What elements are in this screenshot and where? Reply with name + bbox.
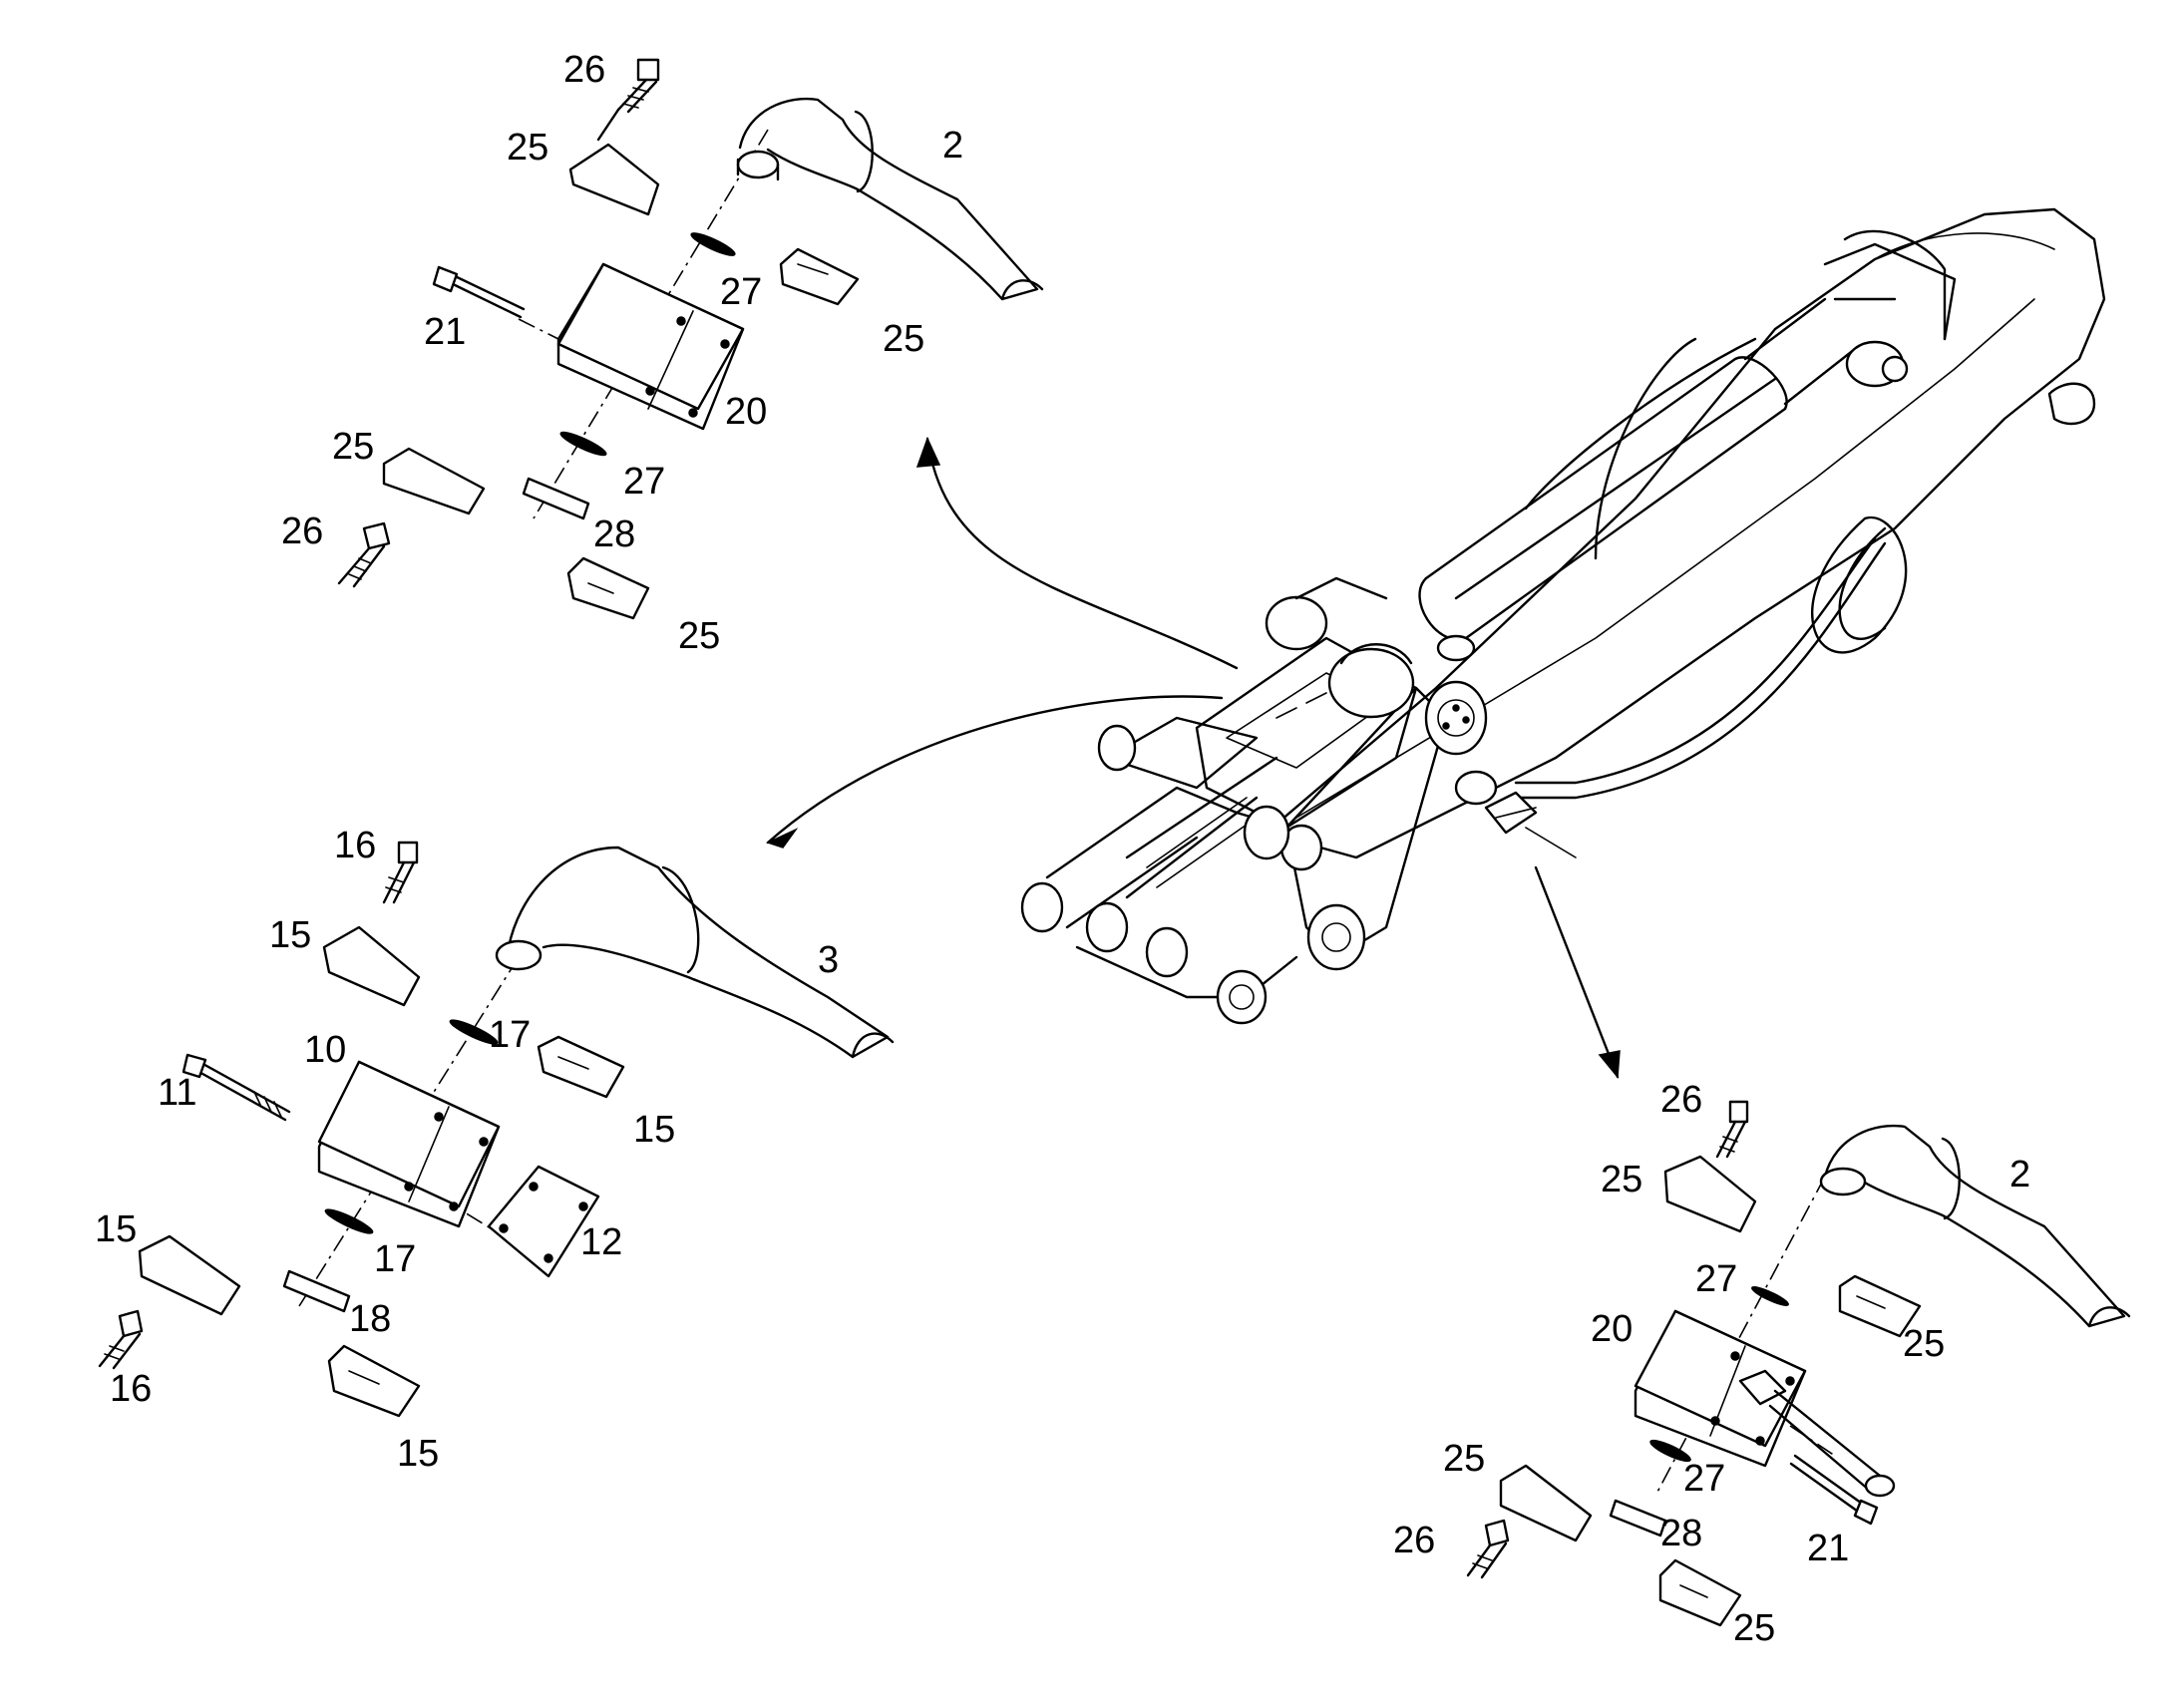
callout-15: 15: [269, 914, 311, 956]
callout-25: 25: [1903, 1323, 1945, 1365]
callout-21: 21: [424, 311, 466, 353]
callout-25: 25: [332, 426, 374, 468]
callout-28: 28: [1660, 1513, 1702, 1554]
callouts-right: 26 25 2 27 20 25 27 25 28 26 21 25: [1393, 1079, 2030, 1649]
callout-10: 10: [304, 1029, 346, 1071]
callout-21: 21: [1807, 1528, 1849, 1569]
callout-16: 16: [334, 825, 376, 866]
callout-3: 3: [818, 939, 839, 981]
callout-2: 2: [2009, 1154, 2030, 1196]
callout-2: 2: [942, 125, 963, 167]
callout-11: 11: [158, 1072, 196, 1114]
callouts-left: 16 15 3 17 10 11 15 15 17 12 18 16 15: [95, 825, 839, 1475]
callout-27: 27: [1695, 1258, 1737, 1300]
callout-17: 17: [489, 1014, 531, 1056]
callouts-top: 26 25 2 27 25 21 20 25 27 26 28 25: [281, 49, 963, 657]
top-swivel-group: [337, 58, 1044, 620]
callout-15: 15: [397, 1433, 439, 1475]
callout-15: 15: [633, 1109, 675, 1151]
callout-20: 20: [725, 391, 767, 433]
callout-27: 27: [720, 271, 762, 313]
left-swivel-group: [98, 841, 895, 1418]
callout-25: 25: [1601, 1159, 1642, 1200]
callout-25: 25: [678, 615, 720, 657]
callout-27: 27: [1683, 1458, 1725, 1500]
callout-25: 25: [1733, 1607, 1775, 1649]
callout-25: 25: [1443, 1438, 1485, 1480]
callout-26: 26: [563, 49, 605, 91]
boom-assembly: [1020, 207, 2106, 1025]
callout-26: 26: [1393, 1520, 1435, 1561]
callout-25: 25: [507, 127, 548, 169]
callout-16: 16: [110, 1368, 152, 1410]
callout-26: 26: [281, 511, 323, 552]
right-swivel-group: [1466, 1100, 2131, 1627]
callout-18: 18: [349, 1298, 391, 1340]
reference-arrows: [765, 437, 1621, 1079]
callout-27: 27: [623, 461, 665, 503]
callout-15: 15: [95, 1208, 137, 1250]
callout-20: 20: [1591, 1308, 1633, 1350]
callout-28: 28: [593, 513, 635, 555]
callout-12: 12: [580, 1221, 622, 1263]
callout-25: 25: [883, 318, 924, 360]
callout-17: 17: [374, 1238, 416, 1280]
callout-26: 26: [1660, 1079, 1702, 1121]
